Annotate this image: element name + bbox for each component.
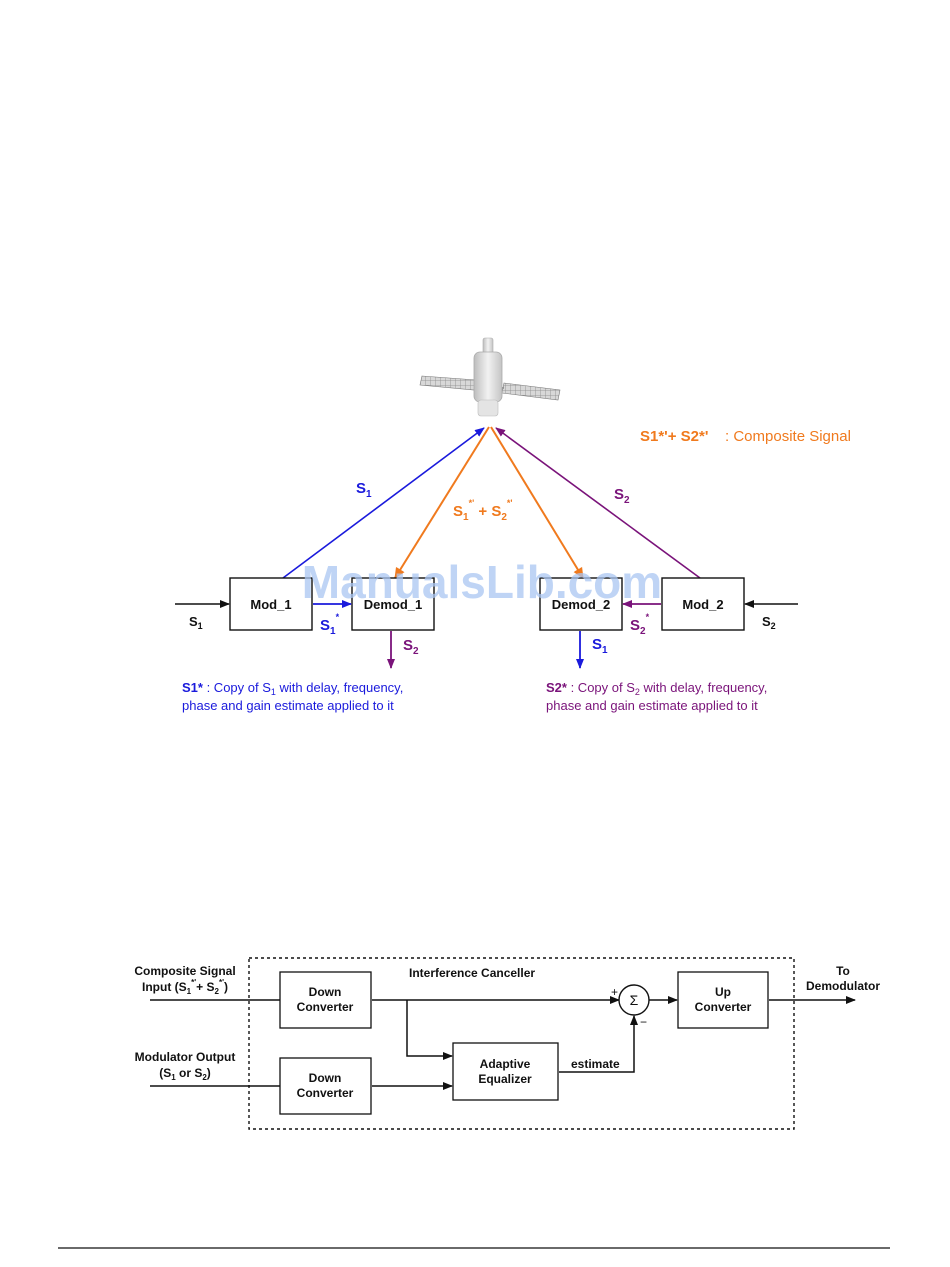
svg-text:phase and gain estimate applie: phase and gain estimate applied to it: [546, 698, 758, 713]
svg-text:Composite Signal: Composite Signal: [134, 964, 235, 978]
note-s1: S1* : Copy of S1 with delay, frequency, …: [182, 680, 403, 713]
demod1-label: Demod_1: [364, 597, 423, 612]
uplink-s2-arrow: [495, 427, 701, 579]
uplink-s1-arrow: [282, 427, 485, 579]
demod2-label: Demod_2: [552, 597, 611, 612]
input-s2-label: S2: [762, 614, 776, 631]
copy-s2-label: S2*: [630, 612, 650, 637]
svg-text:S1* : Copy of S1 with delay, f: S1* : Copy of S1 with delay, frequency,: [182, 680, 403, 697]
down-converter-top-line1: Down: [309, 985, 342, 999]
adaptive-equalizer-line1: Adaptive: [480, 1057, 531, 1071]
svg-text:S2: S2: [614, 486, 630, 506]
input-s1-label: S1: [189, 614, 203, 631]
up-converter-line2: Converter: [695, 1000, 752, 1014]
down-converter-bottom-line1: Down: [309, 1071, 342, 1085]
mod1-label: Mod_1: [250, 597, 291, 612]
modulator-output-label: Modulator Output (S1 or S2): [135, 1050, 236, 1082]
note-s2: S2* : Copy of S2 with delay, frequency, …: [546, 680, 767, 713]
adaptive-equalizer-box: [452, 1042, 559, 1101]
satellite-diagram: S1*'+ S2*' : Composite Signal S1 S2 S1*'…: [175, 337, 851, 713]
svg-text:Modulator Output: Modulator Output: [135, 1050, 236, 1064]
canceller-boundary: [248, 957, 795, 1130]
uplink-s2-label: S2: [614, 486, 630, 506]
watermark-logo: ManualsLib.com: [302, 556, 662, 608]
svg-text:(S1 or S2): (S1 or S2): [159, 1066, 211, 1082]
output-label-line2: Demodulator: [806, 979, 880, 993]
output-demod2-label: S1: [592, 636, 608, 656]
svg-text:S1: S1: [356, 480, 372, 500]
mod2-box: [661, 577, 745, 631]
svg-text:Input (S1*'+ S2*'): Input (S1*'+ S2*'): [142, 978, 228, 996]
output-demod1-label: S2: [403, 637, 419, 657]
copy-s1-label: S1*: [320, 612, 340, 637]
satellite-icon: [419, 337, 561, 417]
up-converter-line1: Up: [715, 985, 731, 999]
down-converter-top-box: [279, 971, 372, 1029]
demod1-box: [351, 577, 435, 631]
summer-plus: +: [611, 985, 618, 999]
mod1-box: [229, 577, 313, 631]
composite-input-label: Composite Signal Input (S1*'+ S2*'): [134, 964, 235, 996]
composite-signal-label: S1*' + S2*': [453, 498, 513, 523]
svg-text:S1*' + S2*': S1*' + S2*': [453, 498, 513, 523]
canceller-title: Interference Canceller: [409, 966, 535, 980]
estimate-to-summer-arrow: [559, 1015, 638, 1073]
reference-to-equalizer-arrow: [406, 1000, 453, 1060]
summer-minus: −: [640, 1015, 647, 1029]
output-label-line1: To: [836, 964, 850, 978]
downlink-demod2-arrow: [490, 426, 584, 579]
down-converter-bottom-box: [279, 1057, 372, 1115]
down-converter-top-line2: Converter: [297, 1000, 354, 1014]
mod2-label: Mod_2: [682, 597, 723, 612]
interference-canceller-diagram: Interference Canceller Composite Signal …: [134, 957, 880, 1130]
svg-text:S2* : Copy of S2 with delay, f: S2* : Copy of S2 with delay, frequency,: [546, 680, 767, 697]
adaptive-equalizer-line2: Equalizer: [478, 1072, 532, 1086]
composite-legend-text: : Composite Signal: [725, 428, 851, 445]
estimate-label: estimate: [571, 1057, 620, 1071]
svg-text:phase and gain estimate applie: phase and gain estimate applied to it: [182, 698, 394, 713]
summer-symbol: Σ: [630, 992, 639, 1008]
down-converter-bottom-line2: Converter: [297, 1086, 354, 1100]
uplink-s1-label: S1: [356, 480, 372, 500]
up-converter-box: [677, 971, 769, 1029]
composite-legend-symbol: S1*'+ S2*': [640, 428, 708, 445]
downlink-demod1-arrow: [394, 426, 490, 579]
